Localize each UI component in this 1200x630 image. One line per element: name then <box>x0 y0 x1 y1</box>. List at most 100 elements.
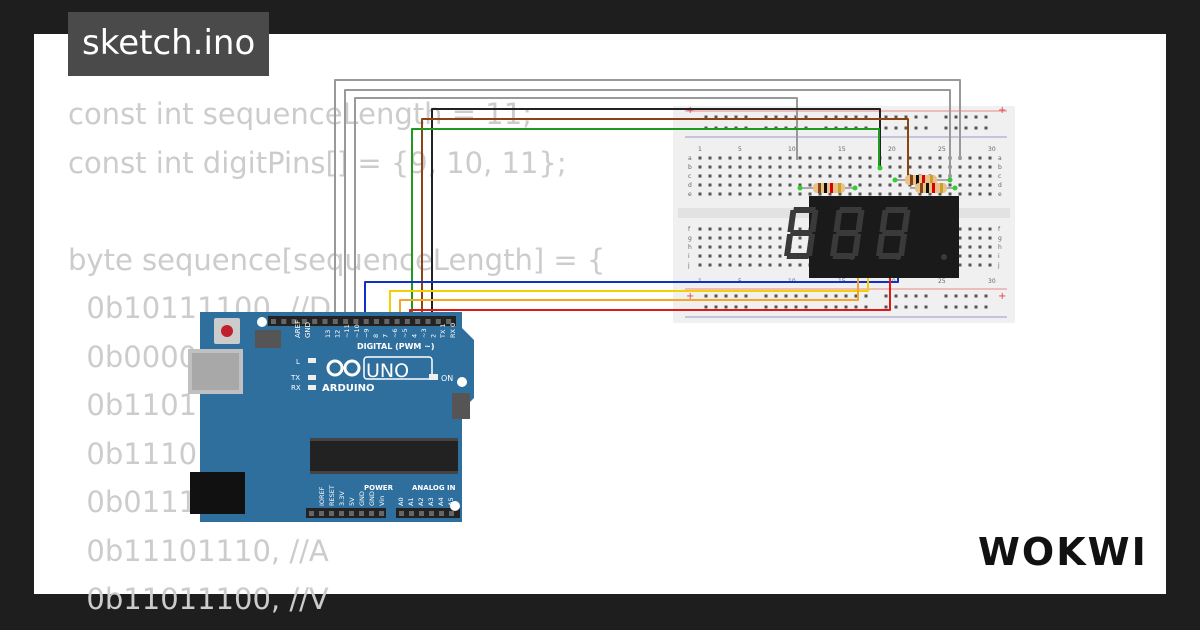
breadboard-hole <box>938 174 942 178</box>
breadboard-hole <box>958 165 962 169</box>
code-line: byte sequence[sequenceLength] = { <box>68 242 606 277</box>
rail-hole <box>914 294 918 298</box>
breadboard-hole <box>968 156 972 160</box>
breadboard-hole <box>768 192 772 196</box>
breadboard-hole <box>978 174 982 178</box>
row-label: e <box>998 191 1002 198</box>
breadboard-hole <box>988 192 992 196</box>
digital-pin-label: TX 1 <box>439 323 447 339</box>
plus-bottom-right: + <box>998 291 1006 302</box>
breadboard-hole <box>808 183 812 187</box>
header-pin <box>291 319 297 324</box>
display-segment <box>786 253 810 259</box>
breadboard-hole <box>698 254 702 258</box>
breadboard-hole <box>968 263 972 267</box>
rail-hole <box>784 305 788 309</box>
breadboard-hole <box>758 192 762 196</box>
breadboard-hole <box>828 156 832 160</box>
plus-top-right: + <box>998 105 1006 116</box>
breadboard-hole <box>888 192 892 196</box>
rail-hole <box>734 305 738 309</box>
breadboard-hole <box>848 183 852 187</box>
display-segment <box>784 234 794 256</box>
breadboard-hole <box>768 156 772 160</box>
row-label: f <box>998 226 1001 233</box>
breadboard-hole <box>798 236 802 240</box>
breadboard-hole <box>988 183 992 187</box>
reset-button-cap[interactable] <box>221 325 233 337</box>
status-leds: L TX RX ON <box>290 358 453 392</box>
breadboard-hole <box>818 174 822 178</box>
pin-marker <box>797 185 803 191</box>
breadboard-hole <box>778 263 782 267</box>
header-pin <box>359 511 364 516</box>
breadboard-hole <box>758 245 762 249</box>
display-segment <box>879 210 889 232</box>
plus-bottom-left: + <box>686 291 694 302</box>
column-label: 30 <box>988 146 996 153</box>
breadboard-hole <box>708 236 712 240</box>
breadboard-hole <box>828 165 832 169</box>
digital-pin-label: ~11 <box>343 324 351 338</box>
wire-yellow <box>389 268 869 318</box>
column-label: 5 <box>738 146 742 153</box>
display-segment <box>878 253 902 259</box>
row-label: e <box>688 191 692 198</box>
breadboard-hole <box>818 156 822 160</box>
breadboard-hole <box>928 165 932 169</box>
analog-label: ANALOG IN <box>412 484 456 492</box>
seven-segment-display[interactable] <box>784 196 959 278</box>
rail-hole <box>984 294 988 298</box>
pin-marker <box>852 185 858 191</box>
row-label: j <box>687 262 690 269</box>
display-digits <box>784 207 947 260</box>
breadboard-hole <box>958 245 962 249</box>
analog-pin-label: A0 <box>397 497 405 506</box>
rail-hole <box>954 126 958 130</box>
rail-hole <box>784 294 788 298</box>
rail-hole <box>944 126 948 130</box>
rail-hole <box>864 294 868 298</box>
breadboard-hole <box>748 236 752 240</box>
breadboard-hole <box>788 183 792 187</box>
breadboard-hole <box>748 192 752 196</box>
breadboard-hole <box>878 192 882 196</box>
breadboard-hole <box>808 156 812 160</box>
rail-hole <box>804 305 808 309</box>
breadboard-hole <box>978 156 982 160</box>
file-tab[interactable]: sketch.ino <box>68 12 270 76</box>
breadboard-hole <box>848 174 852 178</box>
rail-hole <box>864 305 868 309</box>
breadboard-hole <box>728 192 732 196</box>
header-pin <box>399 511 404 516</box>
resistor-right-top <box>895 175 950 185</box>
breadboard-hole <box>848 156 852 160</box>
arduino-logo: UNO ARDUINO <box>322 356 433 394</box>
breadboard-hole <box>918 192 922 196</box>
breadboard-hole <box>698 165 702 169</box>
breadboard-hole <box>828 174 832 178</box>
breadboard-hole <box>968 236 972 240</box>
breadboard-hole <box>738 165 742 169</box>
rail-hole <box>834 305 838 309</box>
breadboard-hole <box>878 174 882 178</box>
breadboard-hole <box>748 165 752 169</box>
breadboard-hole <box>968 254 972 258</box>
breadboard-hole <box>828 192 832 196</box>
breadboard-hole <box>888 165 892 169</box>
breadboard-hole <box>928 192 932 196</box>
led-on <box>429 374 438 380</box>
breadboard-hole <box>758 227 762 231</box>
breadboard-hole <box>758 156 762 160</box>
code-line: 0b1101 <box>68 388 198 422</box>
row-label: c <box>998 173 1001 180</box>
analog-header <box>396 508 460 518</box>
breadboard-hole <box>988 174 992 178</box>
display-segment <box>835 230 859 236</box>
header-pin <box>439 511 444 516</box>
pin-marker <box>892 177 898 183</box>
row-label: c <box>688 173 691 180</box>
breadboard-hole <box>698 245 702 249</box>
header-pin <box>339 511 344 516</box>
